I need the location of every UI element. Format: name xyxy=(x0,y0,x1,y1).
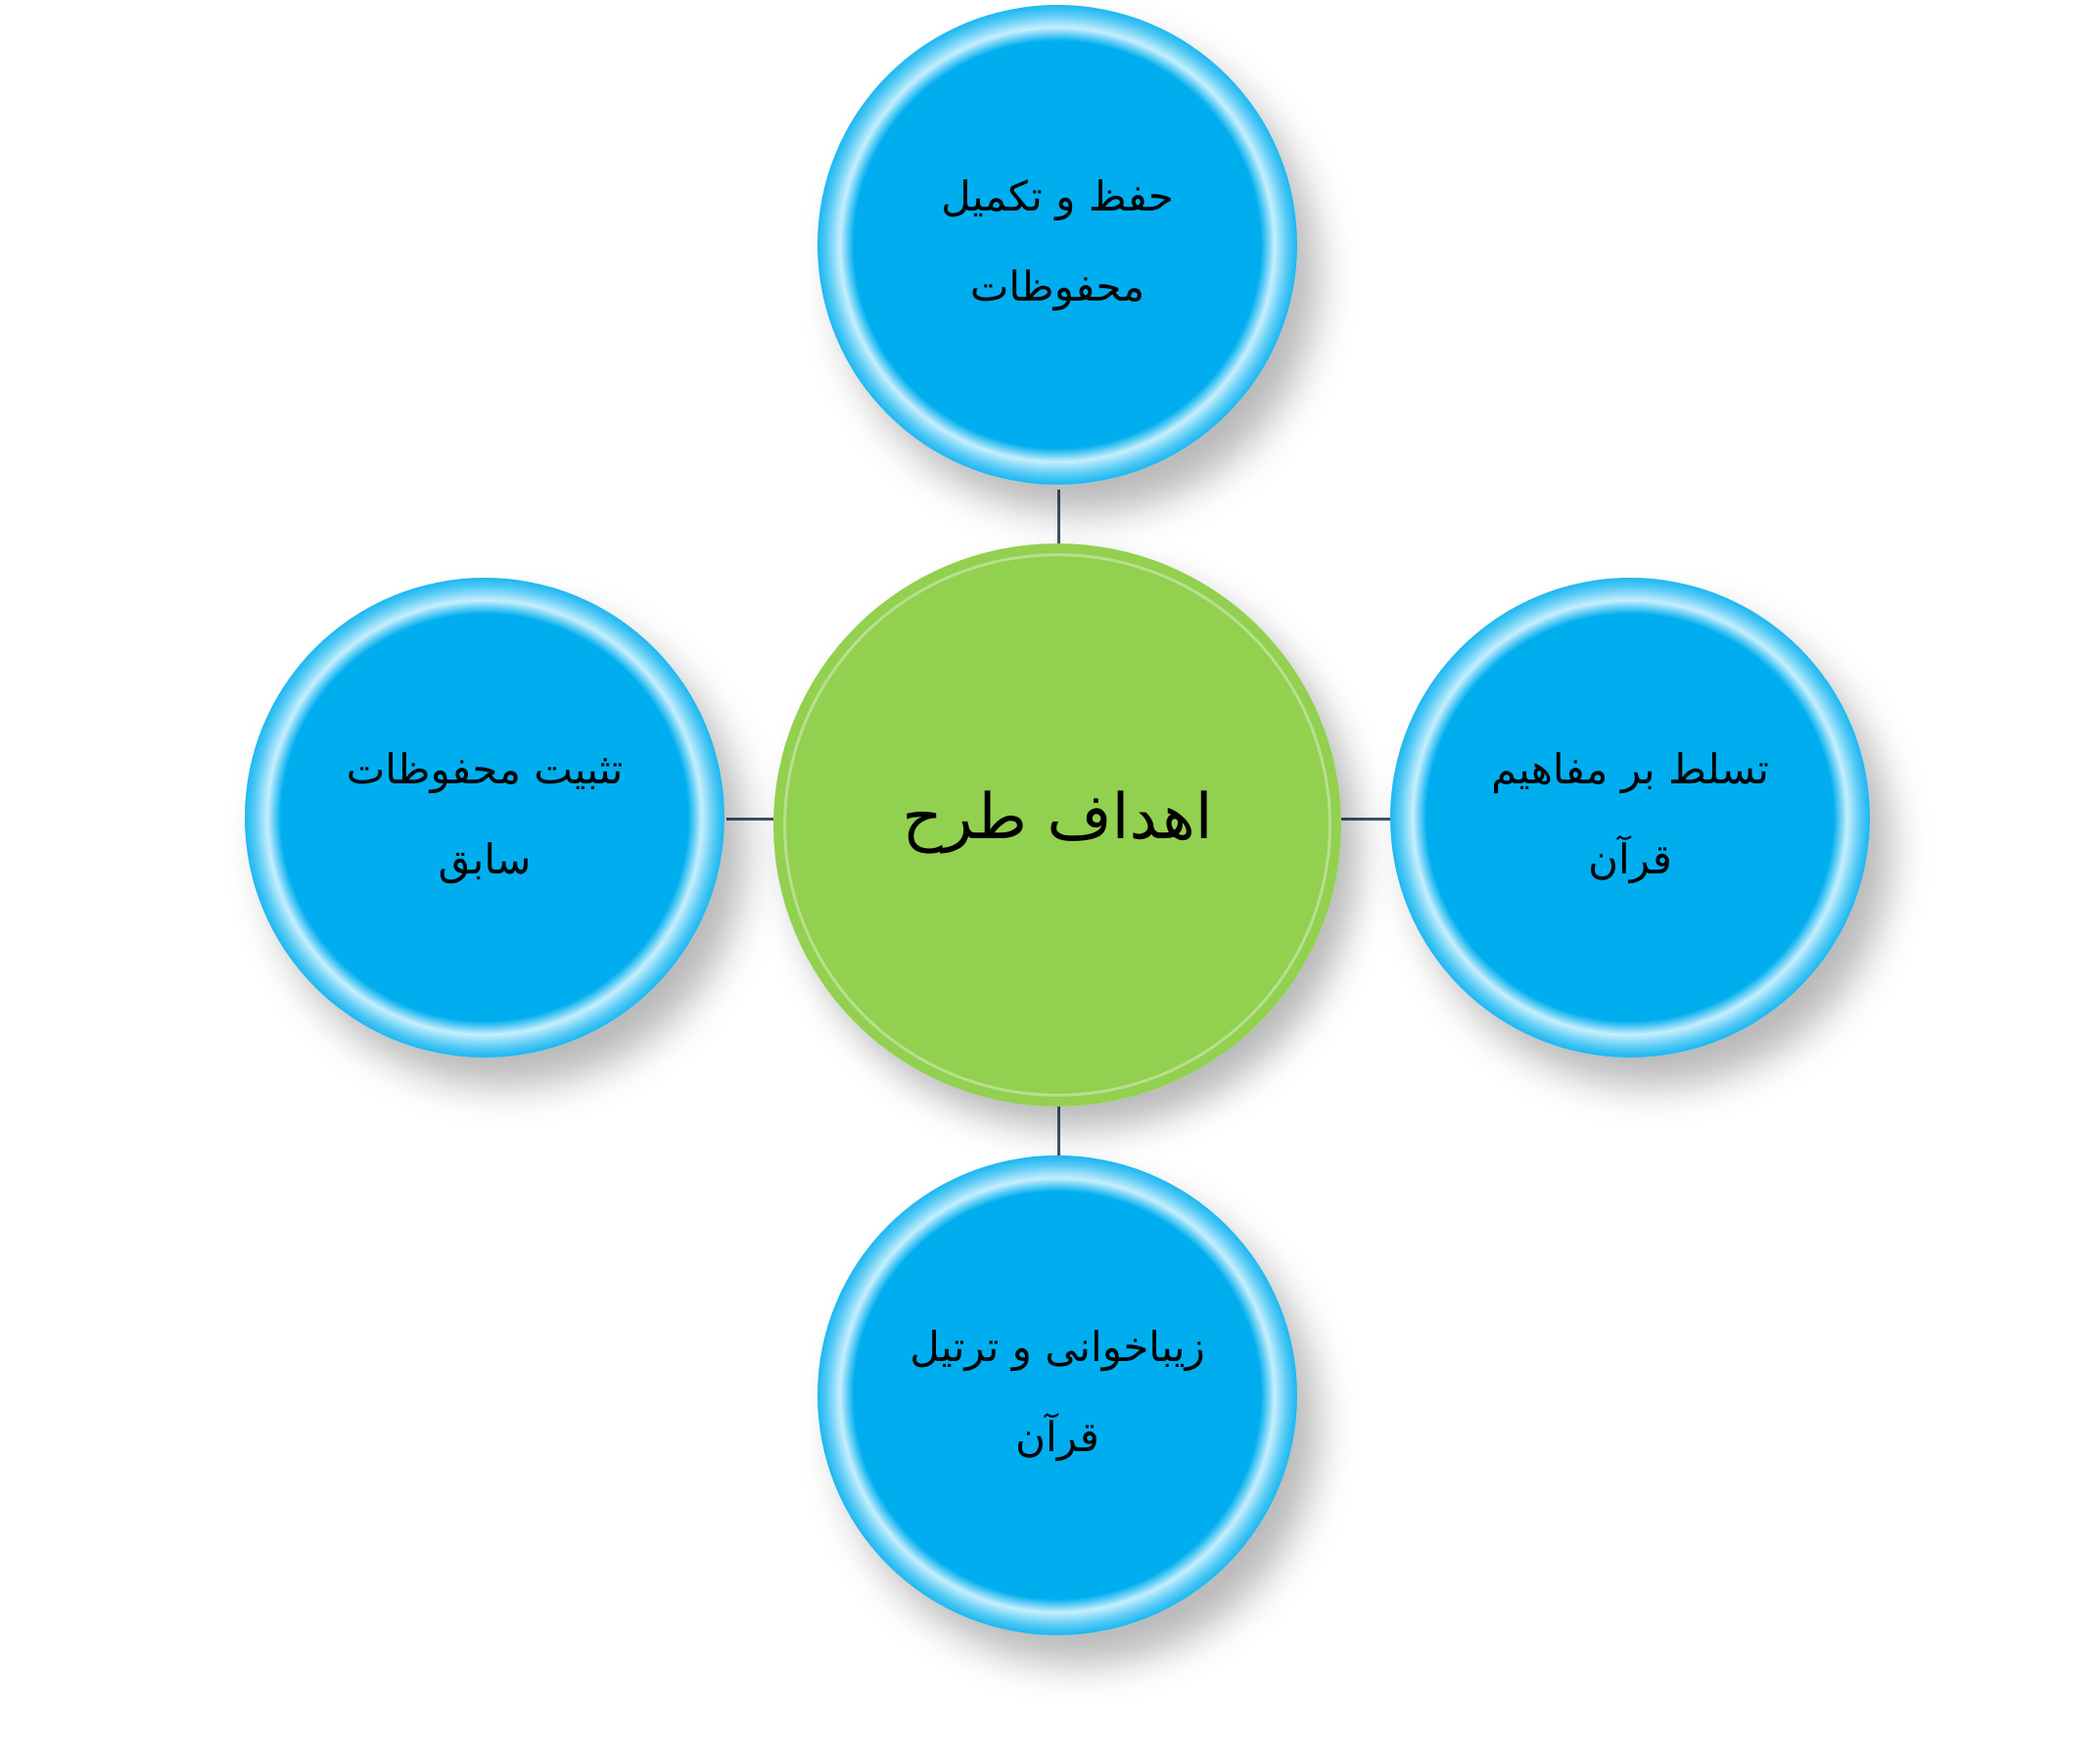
node-halo xyxy=(1390,578,1870,1058)
connector-left xyxy=(726,818,773,821)
goal-node-right: تسلط بر مفاهیم قرآن xyxy=(1390,578,1870,1058)
node-halo xyxy=(245,578,724,1058)
center-label-text: اهداف طرح xyxy=(902,781,1213,854)
goal-node-top: حفظ و تکمیل محفوظات xyxy=(817,5,1297,485)
goal-label-bottom: زیباخوانی و ترتیل قرآن xyxy=(817,1302,1297,1482)
center-label: اهداف طرح xyxy=(773,769,1341,867)
goal-label-top: حفظ و تکمیل محفوظات xyxy=(817,152,1297,332)
goal-label-line: تسلط بر مفاهیم xyxy=(1491,745,1769,793)
goal-label-line: تثبیت محفوظات xyxy=(346,745,624,793)
connector-top xyxy=(1057,490,1060,543)
goal-label-line: حفظ و تکمیل xyxy=(941,172,1174,220)
goal-label-line: محفوظات xyxy=(969,262,1145,310)
connector-bottom xyxy=(1057,1106,1060,1155)
goal-label-line: قرآن xyxy=(1588,835,1672,883)
goal-label-left: تثبیت محفوظات سابق xyxy=(245,725,724,905)
goal-label-right: تسلط بر مفاهیم قرآن xyxy=(1390,725,1870,905)
goal-node-left: تثبیت محفوظات سابق xyxy=(245,578,724,1058)
node-halo xyxy=(817,1155,1297,1635)
node-halo xyxy=(817,5,1297,485)
connector-right xyxy=(1341,818,1392,821)
goal-label-line: سابق xyxy=(438,835,532,883)
goal-label-line: زیباخوانی و ترتیل xyxy=(910,1323,1205,1371)
center-node-ring xyxy=(783,553,1331,1097)
goal-node-bottom: زیباخوانی و ترتیل قرآن xyxy=(817,1155,1297,1635)
center-node: اهداف طرح xyxy=(773,543,1341,1106)
goal-label-line: قرآن xyxy=(1015,1413,1099,1461)
